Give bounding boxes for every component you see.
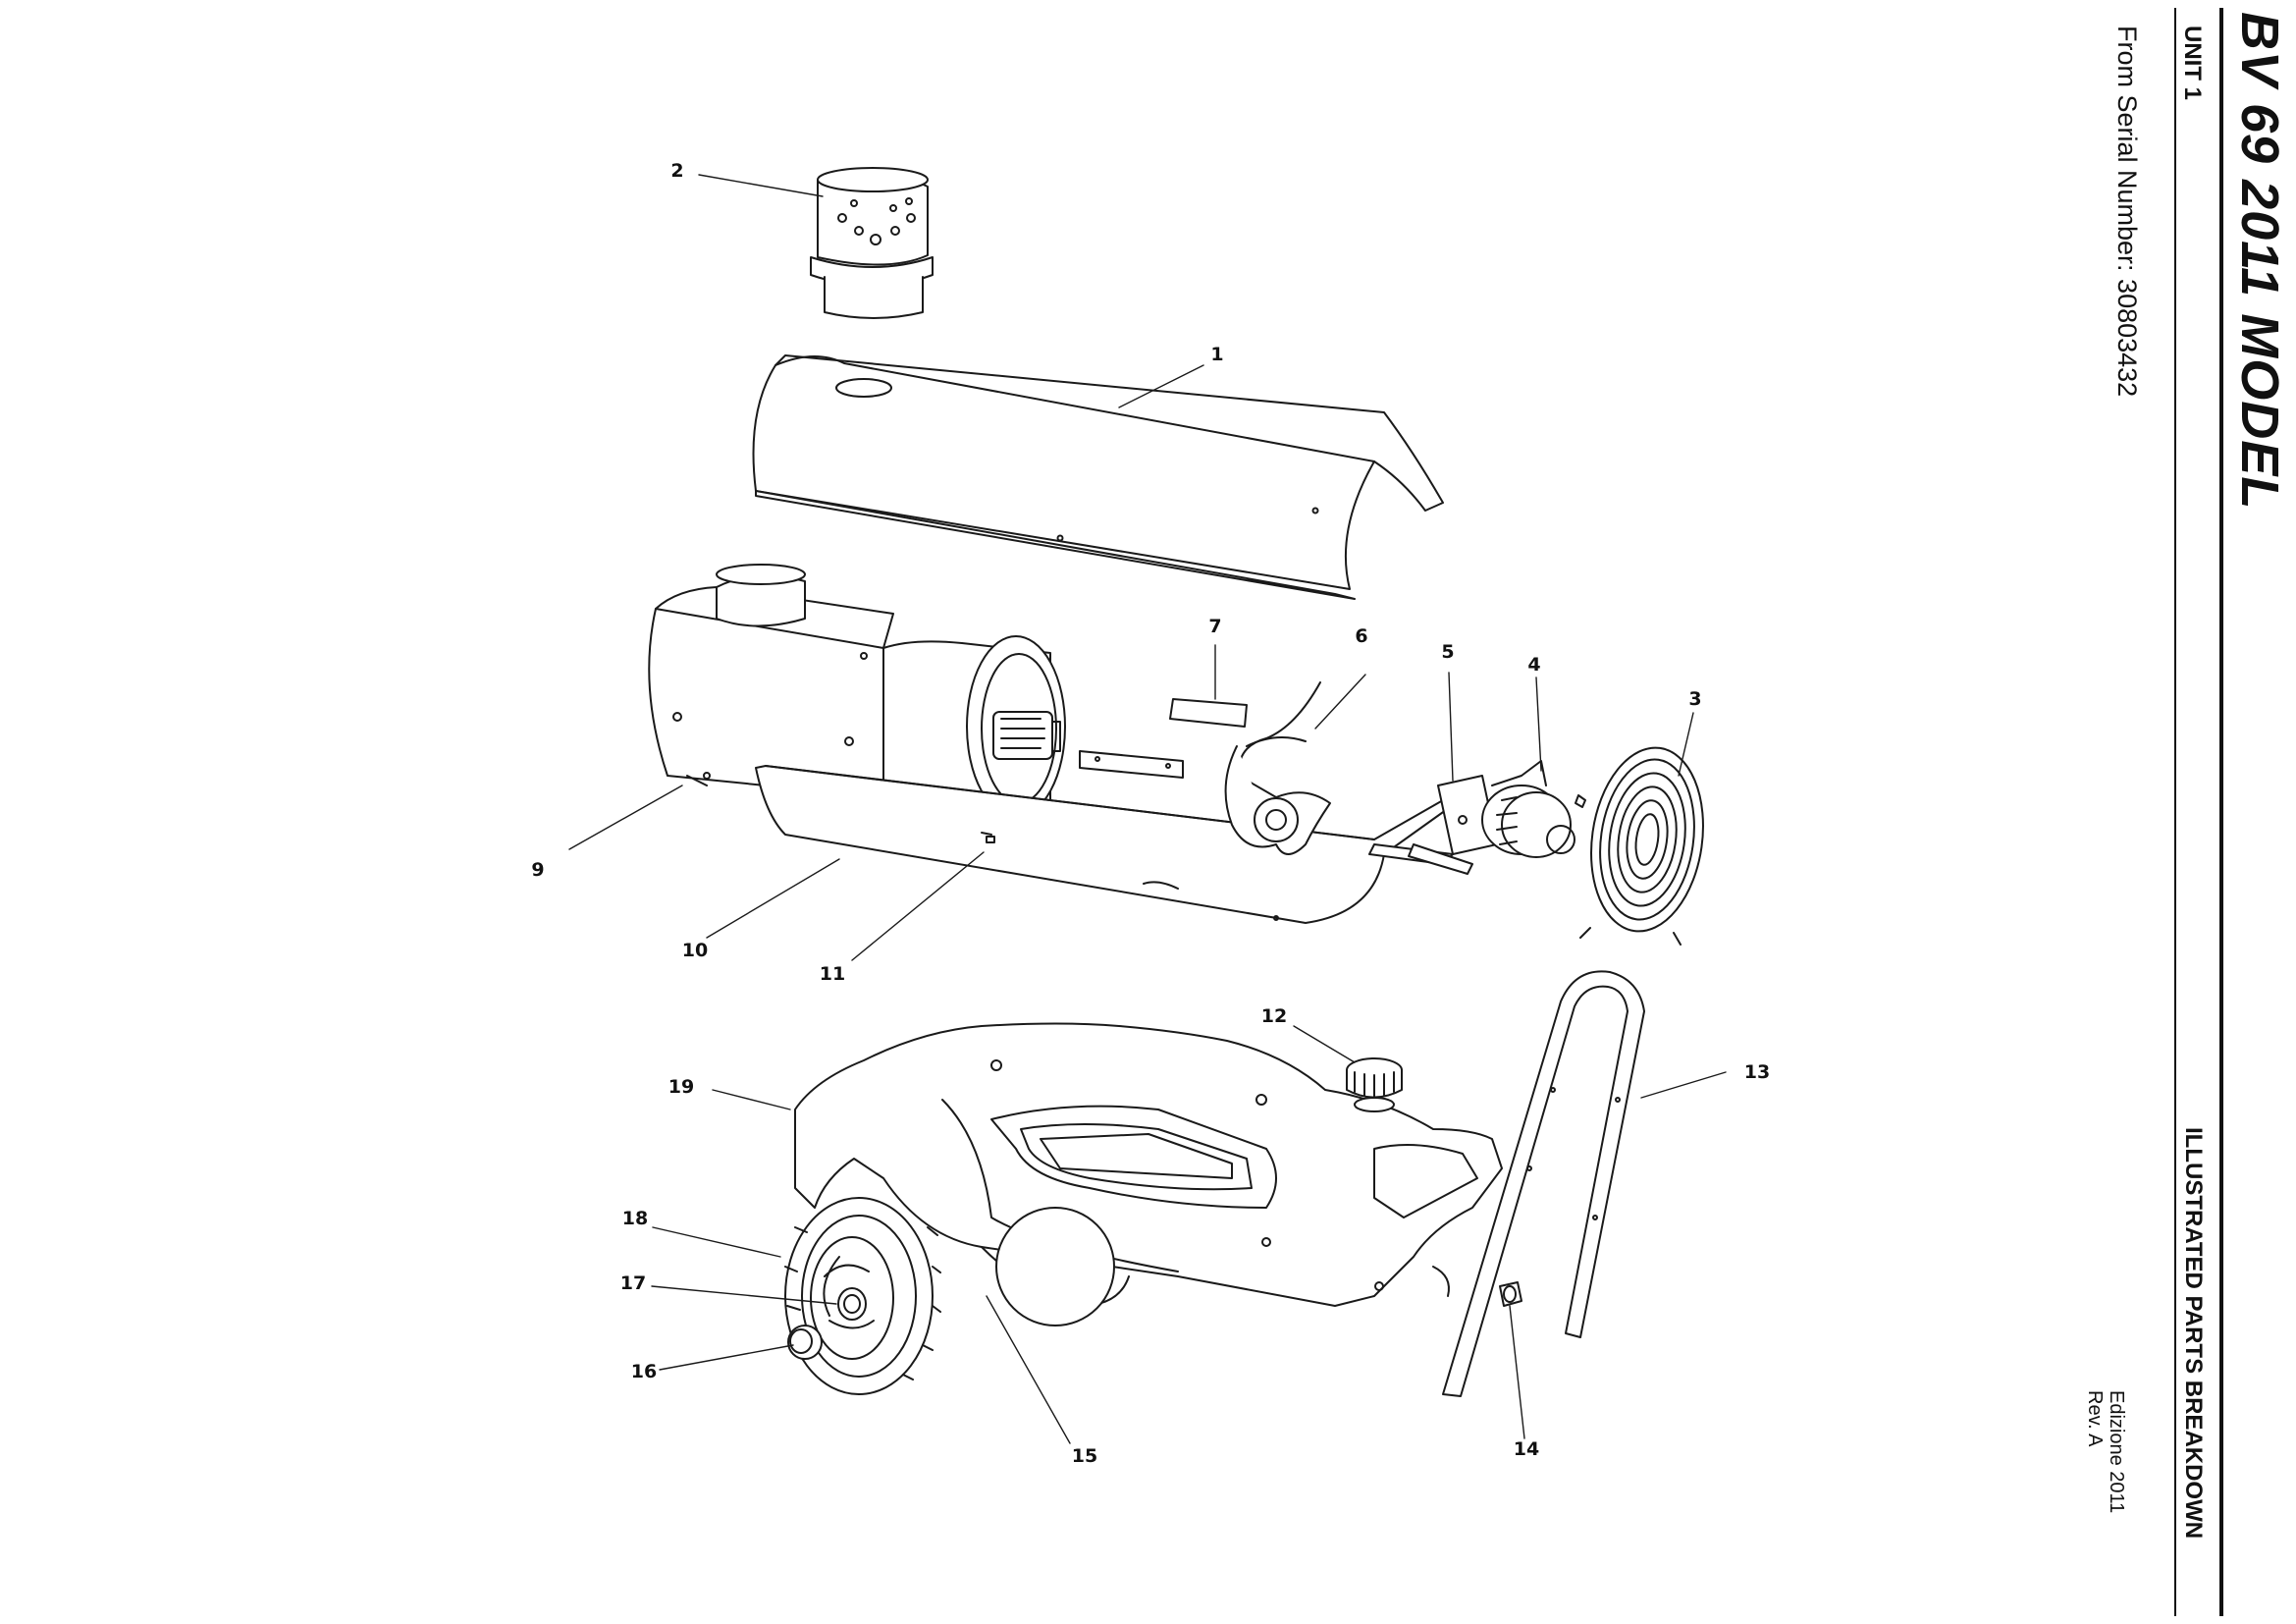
callout-17: 17 xyxy=(619,1272,647,1294)
handle-part xyxy=(1442,970,1645,1397)
callout-2: 2 xyxy=(670,160,684,182)
callout-5: 5 xyxy=(1441,641,1455,663)
callout-18: 18 xyxy=(621,1208,649,1229)
callout-13: 13 xyxy=(1743,1061,1771,1083)
callout-19: 19 xyxy=(667,1076,695,1098)
mounting-plate-part xyxy=(1079,698,1248,779)
callout-7: 7 xyxy=(1208,616,1222,637)
lower-shell-part xyxy=(755,765,1454,924)
combustion-chamber-part xyxy=(648,564,1051,816)
callout-3: 3 xyxy=(1688,688,1702,710)
unit-label: UNIT 1 xyxy=(2179,26,2206,101)
callout-14: 14 xyxy=(1513,1438,1540,1460)
callout-16: 16 xyxy=(630,1361,658,1382)
fuel-cap-part xyxy=(1346,1057,1403,1112)
callout-6: 6 xyxy=(1355,625,1368,647)
callout-12: 12 xyxy=(1260,1005,1288,1027)
handle-knob-part xyxy=(1499,1281,1522,1307)
title-rule xyxy=(2219,8,2223,1616)
callout-11: 11 xyxy=(819,963,846,985)
fan-guard-part xyxy=(1579,746,1704,946)
section-rule xyxy=(2174,865,2176,1616)
callout-1: 1 xyxy=(1210,344,1224,365)
callout-15: 15 xyxy=(1071,1445,1098,1467)
washer-part xyxy=(837,1287,867,1321)
unit-rule xyxy=(2174,8,2176,865)
page-title: BV 69 2011 MODEL xyxy=(2230,12,2289,511)
leader-lines xyxy=(568,174,1727,1444)
serial-number: From Serial Number: 30803432 xyxy=(2112,26,2142,398)
callout-9: 9 xyxy=(531,859,545,881)
motor-part xyxy=(1481,760,1586,858)
edition-block: Edizione 2011 Rev. A xyxy=(2084,1390,2127,1513)
callout-10: 10 xyxy=(681,940,709,961)
revision-label: Rev. A xyxy=(2084,1390,2106,1447)
motor-bracket-part xyxy=(1368,775,1498,875)
fan-blade-part xyxy=(1224,681,1331,855)
edition-label: Edizione 2011 xyxy=(2106,1390,2127,1514)
hub-cap-part xyxy=(787,1325,823,1360)
fuel-tank-part xyxy=(794,1022,1503,1307)
upper-shell-part xyxy=(752,354,1444,600)
burner-head-part xyxy=(966,635,1066,818)
exhaust-collar-part xyxy=(810,167,934,319)
callout-4: 4 xyxy=(1527,654,1541,676)
section-title: ILLUSTRATED PARTS BREAKDOWN xyxy=(2180,1127,2207,1540)
